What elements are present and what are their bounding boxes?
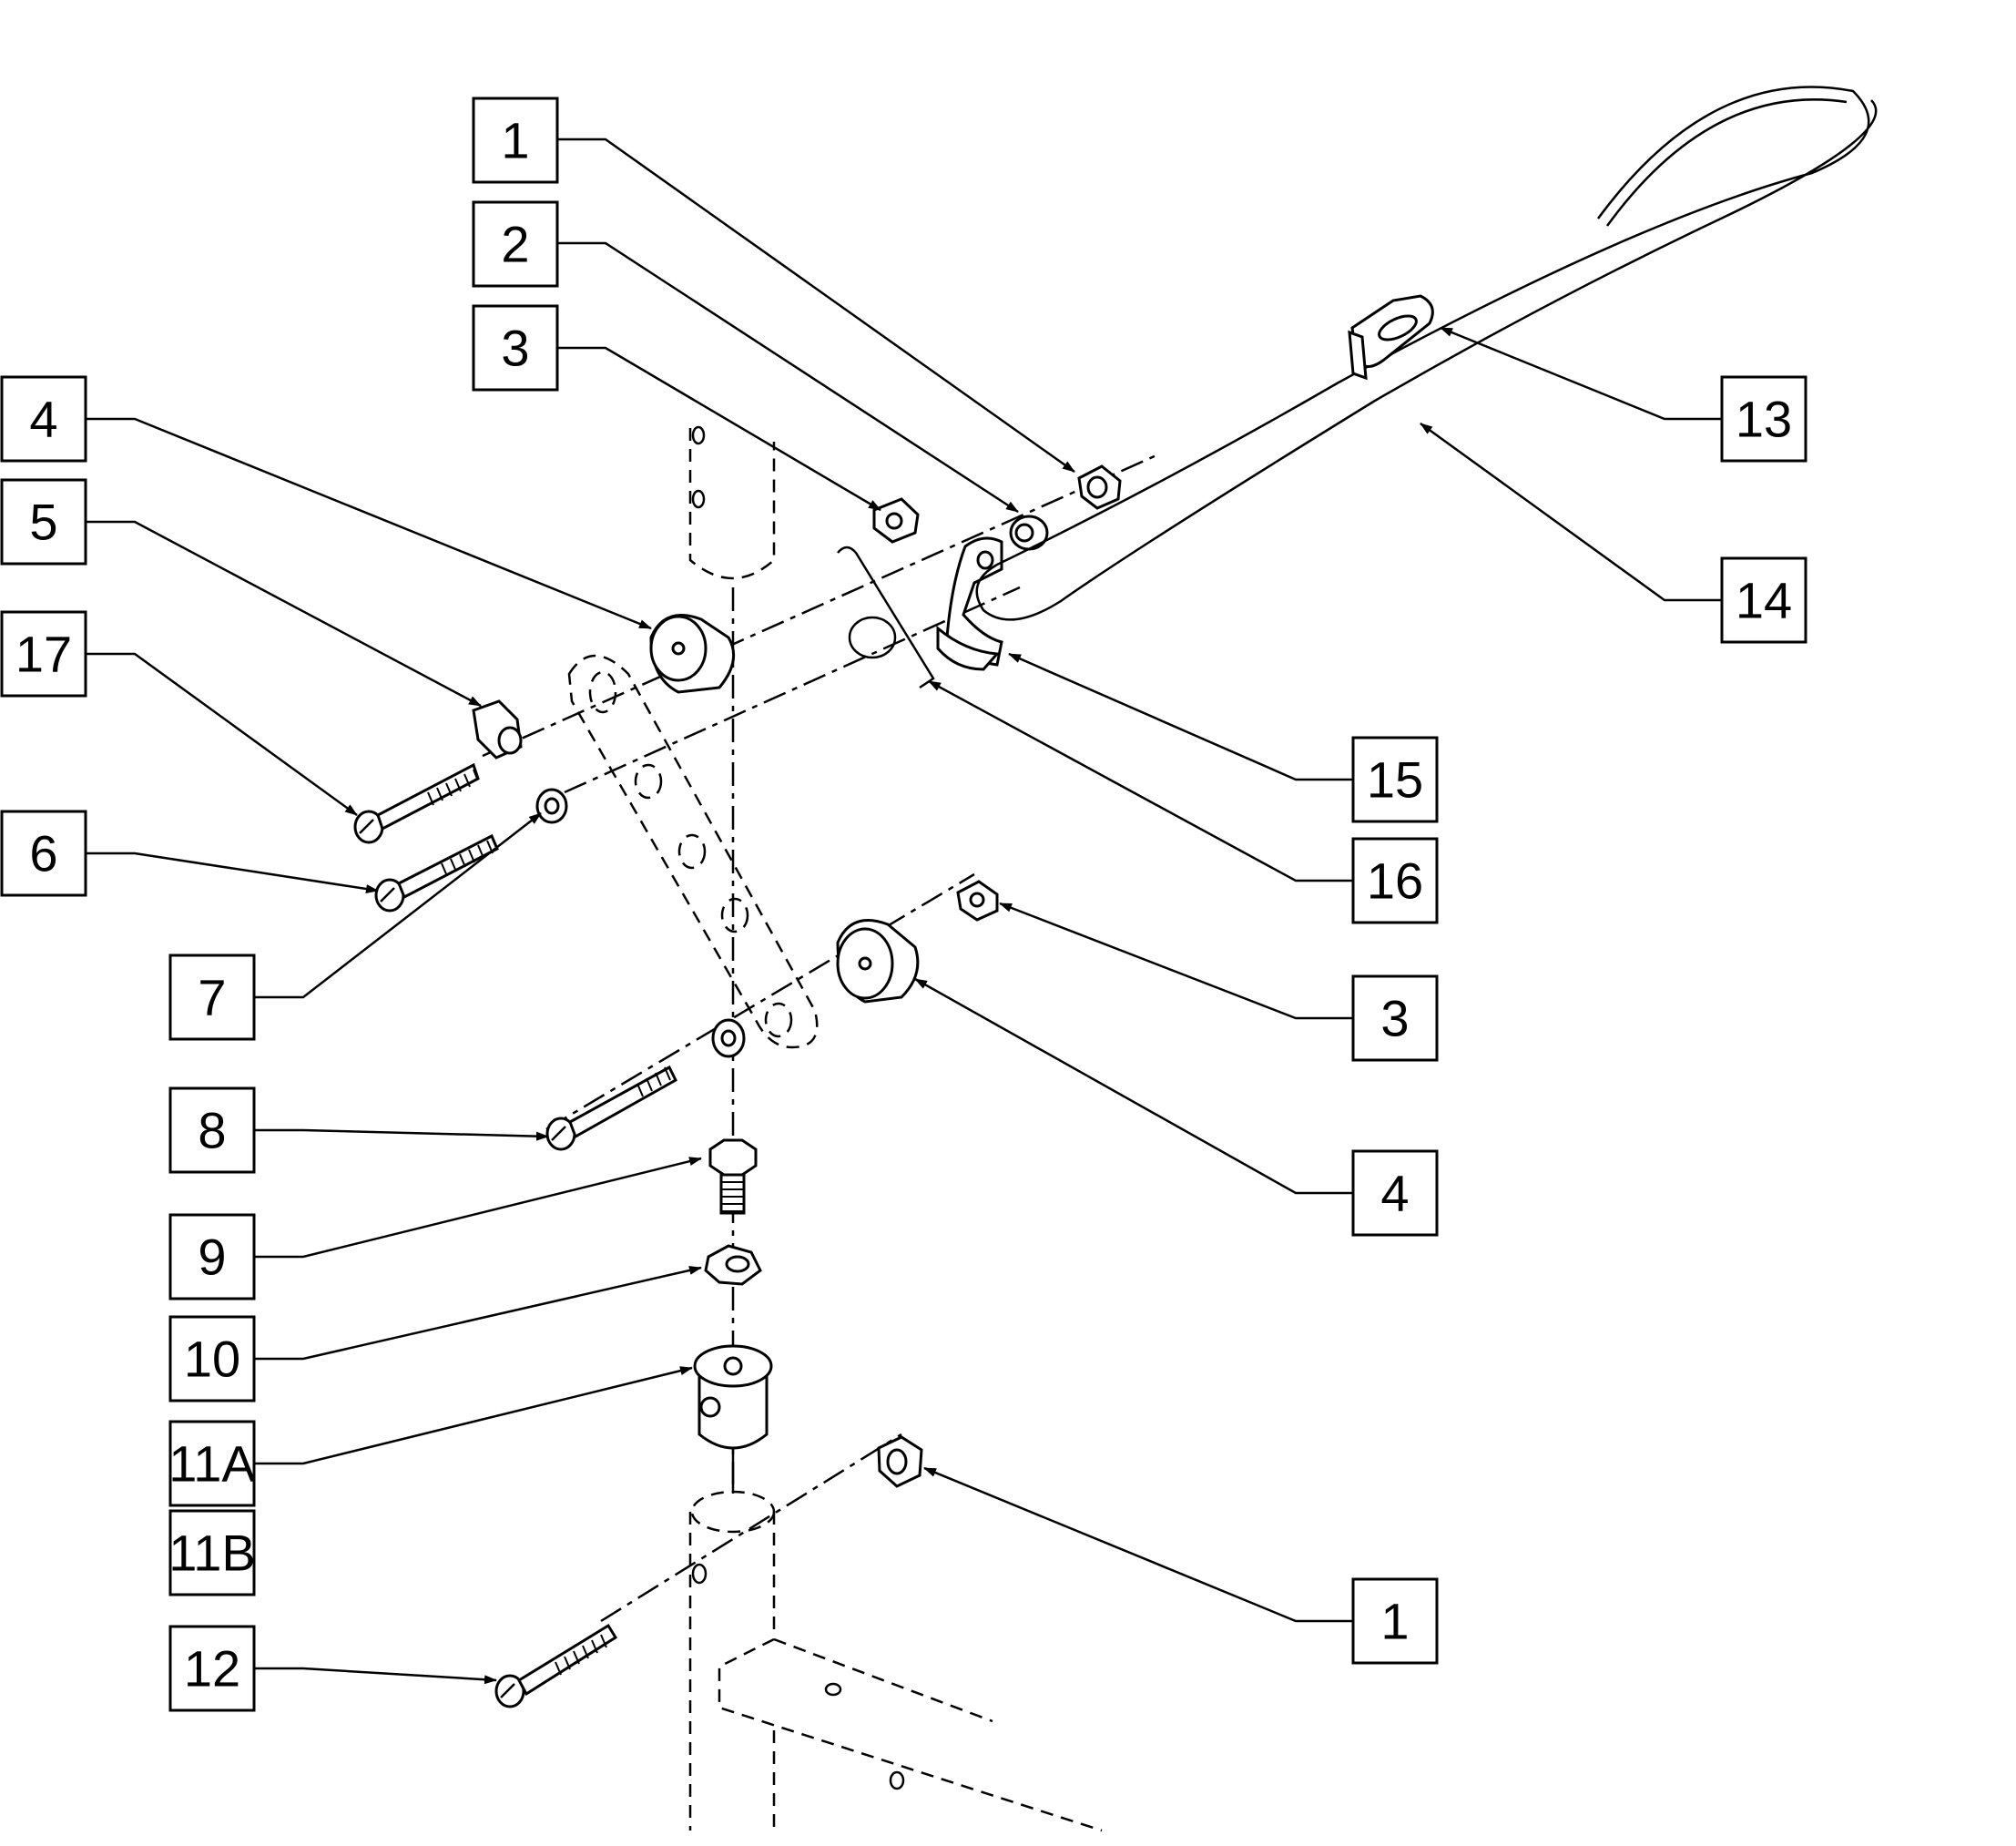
screw-6 [374, 833, 499, 913]
bumper-right [836, 919, 920, 1004]
callout-3-top: 3 [472, 304, 559, 392]
callout-label: 7 [198, 969, 226, 1026]
callout-1-top: 1 [472, 97, 559, 184]
spring-16 [837, 546, 935, 689]
washer-7 [535, 788, 568, 824]
callout-label: 4 [29, 391, 57, 448]
callout-15: 15 [1351, 736, 1439, 823]
latch-15 [936, 536, 1003, 671]
callout-label: 5 [29, 494, 57, 551]
callout-9: 9 [168, 1213, 256, 1300]
nut-top-1 [1077, 464, 1122, 510]
bumper-top [649, 614, 736, 694]
callout-label: 14 [1736, 572, 1792, 629]
callout-2: 2 [472, 200, 559, 288]
callout-label: 9 [198, 1229, 226, 1286]
callout-label: 12 [184, 1640, 240, 1698]
callout-label: 17 [15, 626, 72, 683]
spacer-2 [1009, 515, 1049, 551]
screw-12 [494, 1623, 618, 1708]
callout-11a: 11A [168, 1420, 256, 1507]
callout-11b: 11B [168, 1509, 256, 1596]
clip-13 [1348, 294, 1434, 381]
strap-14 [975, 86, 1878, 621]
screw-17 [353, 762, 480, 844]
callout-12: 12 [168, 1625, 256, 1712]
leader-lines [87, 138, 1721, 1685]
callout-8: 8 [168, 1086, 256, 1174]
callout-6: 6 [0, 810, 87, 897]
callout-1-bottom: 1 [1351, 1577, 1439, 1665]
callout-label: 10 [184, 1331, 240, 1388]
callout-label: 16 [1367, 852, 1423, 910]
callout-13: 13 [1720, 375, 1807, 463]
callout-label: 3 [1380, 990, 1409, 1047]
nut-5 [472, 699, 523, 760]
upper-post [688, 425, 776, 580]
callout-4-top: 4 [0, 375, 87, 463]
bolt-9 [708, 1138, 758, 1215]
callout-label: 8 [198, 1102, 226, 1159]
nut-top-3 [872, 497, 920, 544]
screw-8 [545, 1065, 677, 1151]
nut-bottom-1 [877, 1435, 923, 1488]
callout-14: 14 [1720, 556, 1807, 644]
callout-label: 11B [168, 1525, 255, 1582]
callout-17: 17 [0, 610, 87, 698]
callout-label: 2 [501, 216, 529, 273]
callout-label: 1 [501, 112, 529, 169]
link-plate [567, 654, 819, 1049]
callout-16: 16 [1351, 837, 1439, 924]
callout-label: 4 [1380, 1165, 1409, 1222]
callout-7: 7 [168, 954, 256, 1041]
callout-label: 6 [29, 825, 57, 882]
callout-3-right: 3 [1351, 974, 1439, 1062]
assembly-center-lines [482, 454, 1157, 1623]
callout-label: 15 [1367, 751, 1423, 809]
callout-10: 10 [168, 1315, 256, 1402]
callout-label: 13 [1736, 391, 1792, 448]
nut-right-3 [956, 880, 999, 922]
bushing-11a [693, 1344, 773, 1494]
callout-4-right: 4 [1351, 1149, 1439, 1237]
callout-label: 11A [168, 1435, 256, 1493]
callout-label: 3 [501, 320, 529, 377]
nut-10 [704, 1244, 762, 1286]
washer-8 [711, 1018, 746, 1058]
callout-label: 1 [1380, 1593, 1409, 1650]
lower-frame-tube [688, 1490, 1103, 1832]
callout-5: 5 [0, 478, 87, 566]
